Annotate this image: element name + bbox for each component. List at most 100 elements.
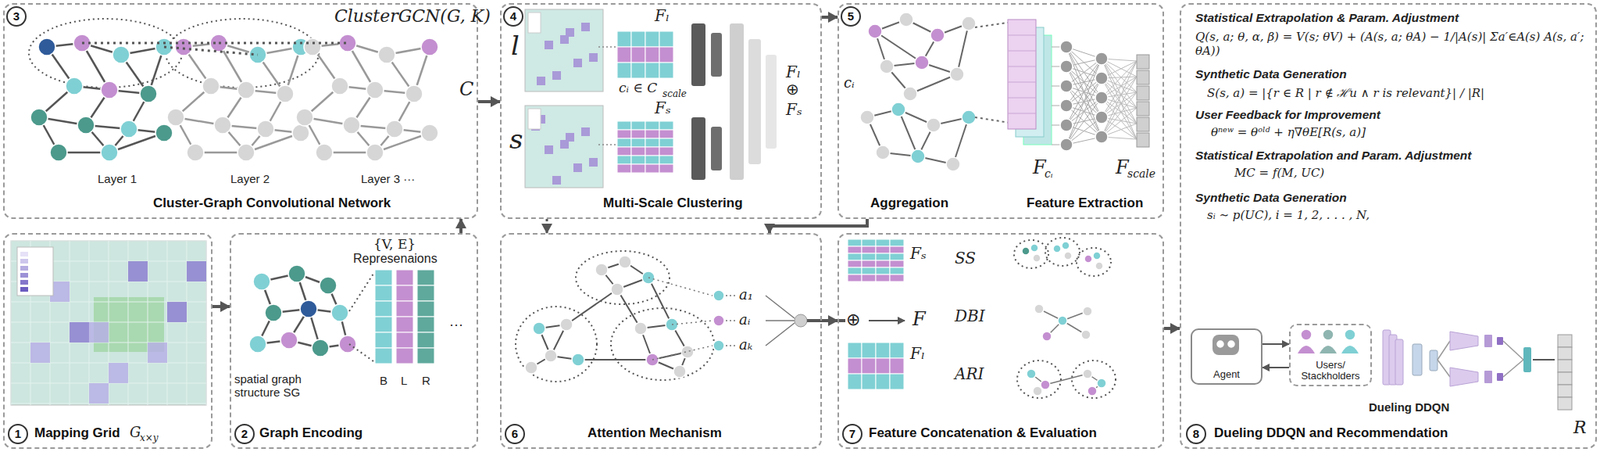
map-cell (581, 22, 590, 32)
flow-line (807, 318, 822, 322)
decoder-layer (765, 54, 777, 149)
matrix-cell (861, 342, 876, 358)
mlp-link (1051, 144, 1061, 146)
robot-eye (1217, 340, 1224, 347)
graph-node (1095, 261, 1104, 270)
graph-node (1021, 246, 1030, 255)
matrix-cell (375, 269, 393, 286)
graph-link (349, 343, 374, 361)
encoder-layer (710, 32, 722, 77)
output-vector (1136, 85, 1150, 100)
text-label: Layer 3 ··· (360, 171, 415, 186)
matrix-cell (631, 121, 646, 130)
graph-node (1032, 385, 1043, 396)
graph-node (38, 38, 56, 56)
equation: MC = f(M, UC) (1234, 165, 1325, 180)
map (10, 240, 207, 405)
cluster-outline (28, 18, 183, 88)
graph-node (1082, 368, 1093, 379)
graph-node (300, 300, 318, 318)
graph-node (331, 303, 349, 322)
graph-node (903, 86, 918, 101)
graph-node (560, 317, 573, 331)
text-label: ··· (449, 316, 464, 333)
graph-node (899, 12, 914, 27)
matrix-cell (659, 62, 674, 79)
math-label: Fₗ (910, 343, 925, 363)
math-label: x×y (139, 432, 159, 443)
graph-node (155, 124, 173, 142)
graph-node (77, 116, 95, 134)
network-layer (1429, 350, 1438, 371)
matrix-cell (861, 274, 876, 282)
graph-node (1061, 241, 1070, 250)
graph-node (167, 108, 185, 126)
graph-node (342, 116, 361, 134)
mlp-neuron (1095, 91, 1108, 104)
matrix-cell (889, 239, 904, 247)
q-output (1523, 346, 1532, 372)
matrix-cell (861, 246, 876, 254)
graph-link (1045, 373, 1088, 385)
callout-number: 1 (7, 423, 29, 444)
graph-node (237, 143, 255, 161)
graph-node (249, 335, 267, 353)
matrix-cell (645, 121, 660, 130)
flow-arrow (821, 15, 838, 19)
network-layer (1412, 343, 1422, 375)
evaluation-panel: Feature Concatenation & Evaluation (837, 232, 1165, 449)
graph-node (618, 255, 632, 268)
graph-node (1040, 379, 1050, 390)
matrix-cell (861, 260, 876, 268)
graph-link (975, 21, 1013, 28)
encoder-layer (691, 117, 706, 180)
grid-line (167, 240, 168, 405)
panel-title: Mapping Grid (34, 425, 121, 441)
matrix-cell (889, 260, 904, 268)
matrix-cell (645, 155, 660, 165)
graph-node (926, 117, 941, 133)
graph-node (65, 77, 83, 95)
text-label: L (400, 373, 408, 387)
graph-node (100, 143, 118, 161)
equation-heading: Synthetic Data Generation (1195, 67, 1347, 82)
graph-link (1503, 359, 1524, 377)
panel-title: Aggregation (870, 195, 949, 211)
matrix-cell (375, 316, 393, 333)
callout-number: 5 (840, 6, 861, 27)
flow-line (1532, 358, 1555, 361)
graph-node (202, 77, 220, 95)
matrix-cell (659, 46, 674, 63)
graph-node (292, 124, 310, 142)
attention-link (725, 294, 736, 297)
matrix-cell (875, 246, 890, 254)
matrix-cell (875, 239, 890, 247)
graph-node (120, 120, 138, 138)
math-label: Fₛ (654, 98, 672, 118)
flow-arrow (459, 218, 463, 233)
matrix-cell (861, 239, 876, 247)
graph-node (1084, 254, 1093, 263)
map-cell (573, 163, 583, 172)
flow-line (839, 318, 846, 322)
math-label: cᵢ ∈ C (618, 79, 658, 96)
equation: S(s, a) = |{r ∈ R | r ∉ ℋu ∧ r is releva… (1207, 84, 1485, 100)
map-cell (565, 28, 575, 37)
map-cell (552, 175, 561, 185)
card-row (1007, 113, 1036, 115)
cluster-outline (1045, 237, 1080, 266)
cluster-outline (1017, 360, 1061, 398)
legend-swatch (20, 258, 29, 264)
graph-link (349, 273, 374, 311)
graph-node (214, 116, 232, 134)
graph-node (961, 16, 976, 31)
matrix-cell (631, 129, 646, 139)
math-label: R (1573, 417, 1587, 437)
grid-cell (128, 260, 148, 282)
matrix-cell (645, 31, 660, 47)
matrix-cell (645, 164, 660, 173)
matrix-cell (631, 155, 646, 165)
map-cell (581, 127, 590, 136)
matrix-cell (645, 46, 660, 63)
panel-title: Feature Extraction (1026, 195, 1143, 211)
